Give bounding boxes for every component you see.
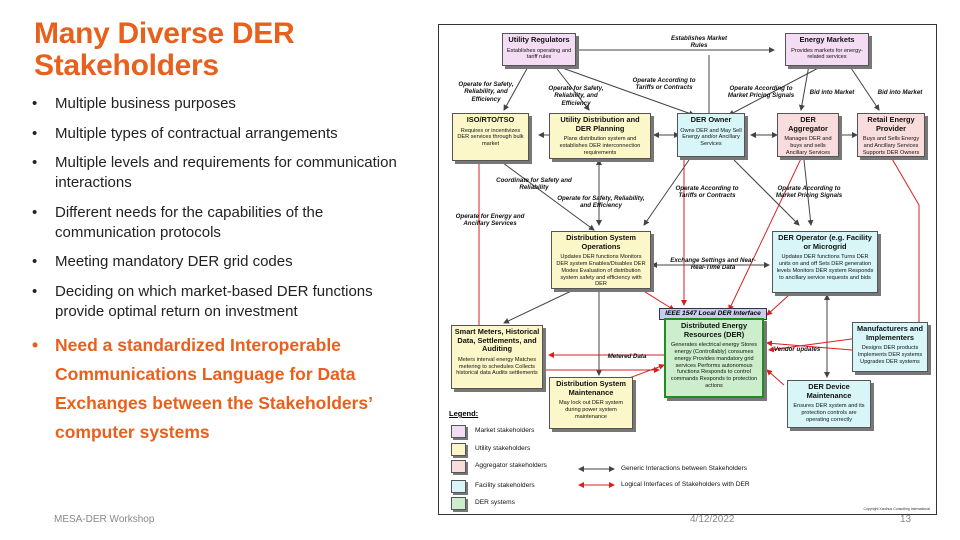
- label-metered-data: Metered Data: [607, 353, 647, 360]
- label-vendor-updates: Vendor updates: [773, 346, 821, 353]
- iso-rto-tso-box: ISO/RTO/TSO Requires or incentivizes DER…: [452, 113, 529, 161]
- label-operate-safety: Operate for Safety, Reliability, and Eff…: [557, 195, 645, 210]
- der-aggregator-box: DER Aggregator Manages DER and buys and …: [777, 113, 839, 157]
- legend-der: DER systems: [475, 499, 515, 506]
- legend-swatch-facility: [451, 480, 466, 493]
- label-operate-tariffs: Operate According to Tariffs or Contract…: [632, 77, 696, 92]
- label-operate-energy: Operate for Energy and Ancillary Service…: [455, 213, 525, 228]
- label-operate-pricing: Operate According to Market Pricing Sign…: [775, 185, 843, 200]
- label-coordinate: Coordinate for Safety and Reliability: [496, 177, 572, 192]
- legend-aggregator: Aggregator stakeholders: [475, 462, 547, 469]
- utility-regulators-box: Utility Regulators Establishes operating…: [502, 33, 576, 66]
- label-operate-tariffs: Operate According to Tariffs or Contract…: [675, 185, 739, 200]
- highlight-bullet: •Need a standardized Interoperable Commu…: [32, 335, 373, 442]
- copyright-notice: Copyright Xanthus Consulting Internation…: [863, 507, 930, 511]
- legend-logical-interfaces: Logical Interfaces of Stakeholders with …: [621, 481, 750, 488]
- bullet-item: •Deciding on which market-based DER func…: [32, 282, 373, 320]
- bullet-list: •Multiple business purposes •Multiple ty…: [30, 94, 415, 457]
- der-operator-box: DER Operator (e.g. Facility or Microgrid…: [772, 231, 878, 293]
- label-operate-pricing: Operate According to Market Pricing Sign…: [727, 85, 795, 100]
- der-owner-box: DER Owner Owns DER and May Sell Energy a…: [677, 113, 745, 157]
- label-operate-safety: Operate for Safety, Reliability, and Eff…: [458, 81, 514, 103]
- legend-facility: Facility stakeholders: [475, 482, 535, 489]
- footer-date: 4/12/2022: [690, 514, 735, 525]
- footer-workshop: MESA-DER Workshop: [54, 514, 155, 525]
- label-bid-market: Bid into Market: [877, 89, 923, 96]
- label-exchange-settings: Exchange Settings and Near-Real-Time Dat…: [670, 257, 756, 272]
- legend-swatch-der: [451, 497, 466, 510]
- legend-utility: Utility stakeholders: [475, 445, 531, 452]
- der-systems-box: Distributed Energy Resources (DER) Gener…: [664, 318, 764, 398]
- manufacturers-implementers-box: Manufacturers and Implementers Designs D…: [852, 322, 928, 372]
- legend-title: Legend:: [449, 409, 479, 418]
- slide-title: Many Diverse DER Stakeholders: [34, 17, 295, 82]
- bullet-item: •Meeting mandatory DER grid codes: [32, 253, 293, 270]
- retail-energy-provider-box: Retail Energy Provider Buys and Sells En…: [857, 113, 925, 157]
- label-operate-safety: Operate for Safety, Reliability, and Eff…: [548, 85, 604, 107]
- smart-meters-box: Smart Meters, Historical Data, Settlemen…: [451, 325, 543, 389]
- legend-swatch-market: [451, 425, 466, 438]
- stakeholder-diagram: Utility Regulators Establishes operating…: [438, 24, 937, 515]
- legend-swatch-aggregator: [451, 460, 466, 473]
- distribution-maintenance-box: Distribution System Maintenance May lock…: [549, 377, 633, 429]
- footer-page-number: 13: [900, 514, 912, 525]
- der-device-maintenance-box: DER Device Maintenance Ensures DER syste…: [787, 380, 871, 428]
- bullet-item: •Multiple types of contractual arrangeme…: [32, 124, 338, 142]
- bullet-item: •Multiple business purposes: [32, 95, 236, 112]
- legend-swatch-utility: [451, 443, 466, 456]
- label-bid-market: Bid into Market: [809, 89, 855, 96]
- bullet-item: •Different needs for the capabilities of…: [32, 203, 324, 241]
- bullet-item: •Multiple levels and requirements for co…: [32, 154, 397, 191]
- utility-distribution-planning-box: Utility Distribution and DER Planning Pl…: [549, 113, 651, 159]
- distribution-system-operations-box: Distribution System Operations Updates D…: [551, 231, 651, 289]
- connector-lines: [478, 47, 920, 488]
- energy-markets-box: Energy Markets Provides markets for ener…: [785, 33, 869, 66]
- label-establishes-rules: Establishes Market Rules: [670, 35, 728, 50]
- legend-generic-interactions: Generic Interactions between Stakeholder…: [621, 465, 748, 472]
- legend-market: Market stakeholders: [475, 427, 535, 434]
